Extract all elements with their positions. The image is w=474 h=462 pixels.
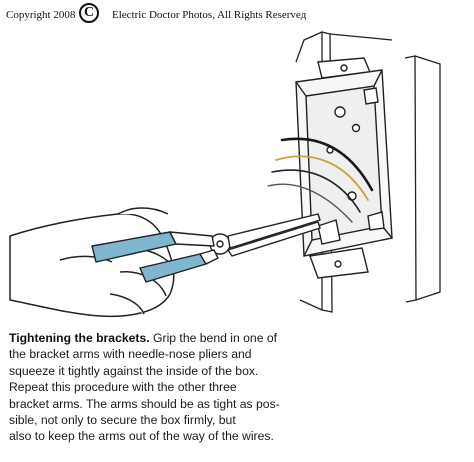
caption-line: bracket arms. The arms should be as tigh… bbox=[9, 396, 280, 411]
caption-line: the bracket arms with needle-nose pliers… bbox=[9, 347, 252, 362]
caption-line: Repeat this procedure with the other thr… bbox=[9, 380, 237, 395]
caption-line: also to keep the arms out of the way of … bbox=[9, 429, 274, 444]
copyright-bar: Copyright 2008 C Electric Doctor Photos,… bbox=[0, 0, 474, 30]
caption-line: sible, not only to secure the box firmly… bbox=[9, 413, 236, 428]
hand-icon bbox=[9, 207, 177, 318]
copyright-owner: Electric Doctor Photos, All Rights Reser… bbox=[112, 9, 307, 21]
caption: Tightening the brackets. Grip the bend i… bbox=[9, 330, 339, 445]
caption-title: Tightening the brackets. bbox=[9, 331, 150, 345]
pliers-icon bbox=[91, 213, 321, 283]
pliers-illustration bbox=[9, 31, 441, 318]
wires-icon bbox=[267, 137, 374, 223]
copyright-icon: C bbox=[79, 3, 99, 23]
caption-first-line: Tightening the brackets. Grip the bend i… bbox=[9, 330, 339, 346]
caption-first-line-rest: Grip the bend in one of bbox=[149, 331, 278, 345]
caption-line: squeeze it tightly against the inside of… bbox=[9, 363, 259, 378]
copyright-year: Copyright 2008 bbox=[6, 9, 76, 21]
electrical-box-icon bbox=[295, 57, 393, 279]
